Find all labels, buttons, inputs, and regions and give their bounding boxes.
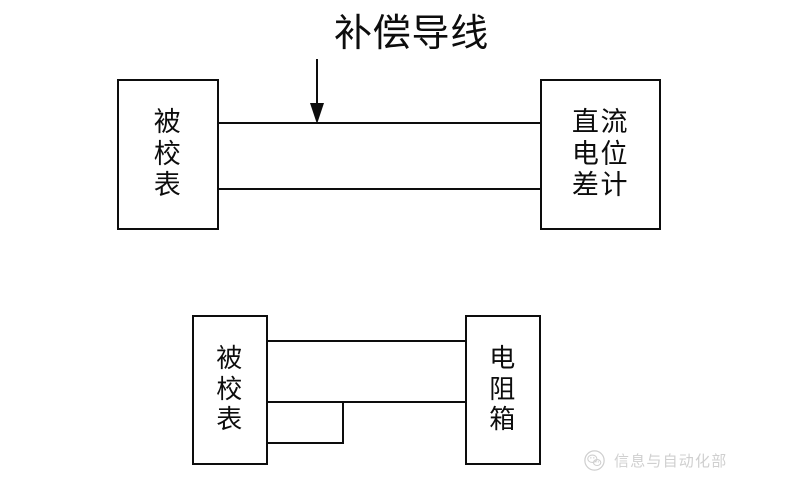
box-label-line: 电位: [571, 138, 630, 170]
wire-top-lower-lead: [217, 188, 542, 190]
box-label-line: 被: [153, 106, 183, 138]
wire-bottom-riser-link: [342, 401, 344, 444]
wechat-logo-icon: [584, 450, 605, 471]
box-dc-potentiometer: 直流 电位 差计: [540, 79, 661, 230]
wire-top-upper-lead: [217, 122, 542, 124]
box-tested-meter-bottom: 被 校 表: [192, 315, 268, 465]
label-compensating-wire: 补偿导线: [334, 11, 490, 55]
box-label-line: 箱: [489, 405, 517, 436]
box-resistance-box: 电 阻 箱: [465, 315, 541, 465]
wire-bottom-upper-lead: [266, 340, 467, 342]
box-label-line: 表: [216, 405, 244, 436]
box-label-line: 电: [489, 343, 517, 374]
box-label-line: 校: [153, 138, 183, 170]
watermark-text: 信息与自动化部: [614, 452, 728, 470]
arrow-head: [310, 103, 324, 124]
wire-bottom-lower-lead: [266, 442, 344, 444]
box-label-line: 被: [216, 343, 244, 374]
box-label-line: 差计: [571, 170, 630, 202]
wire-bottom-middle-lead: [266, 401, 467, 403]
box-tested-meter-top: 被 校 表: [117, 79, 219, 230]
arrow-shaft: [316, 59, 318, 105]
box-label-line: 阻: [489, 374, 517, 405]
box-label-line: 校: [216, 374, 244, 405]
box-label-line: 直流: [571, 106, 630, 138]
watermark: 信息与自动化部: [584, 450, 727, 471]
down-arrow-icon: [310, 59, 324, 124]
box-label-line: 表: [153, 170, 183, 202]
